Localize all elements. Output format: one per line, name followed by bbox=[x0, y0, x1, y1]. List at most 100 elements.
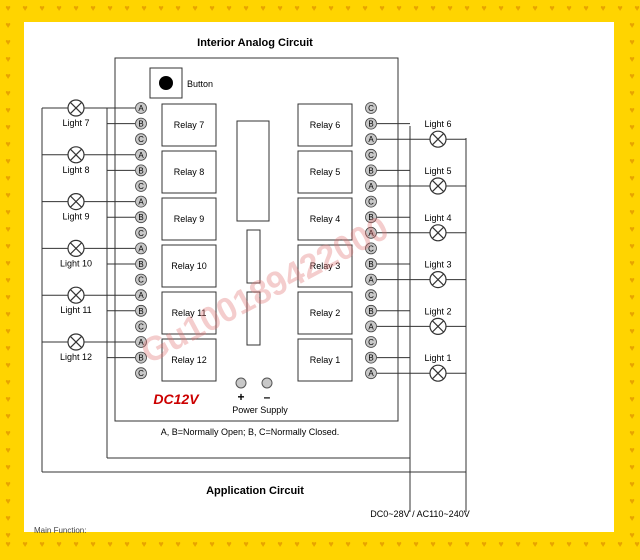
heart-icon: ♥ bbox=[629, 20, 634, 30]
terminal-letter: B bbox=[138, 354, 143, 363]
heart-icon: ♥ bbox=[294, 3, 299, 13]
heart-icon: ♥ bbox=[629, 360, 634, 370]
relay-label: Relay 9 bbox=[174, 214, 205, 224]
heart-icon: ♥ bbox=[532, 3, 537, 13]
light-label: Light 4 bbox=[424, 213, 451, 223]
heart-icon: ♥ bbox=[629, 377, 634, 387]
bulb-cross bbox=[69, 195, 83, 208]
terminal-left bbox=[135, 164, 147, 177]
terminal-letter: B bbox=[368, 260, 373, 269]
terminal-letter: B bbox=[368, 120, 373, 129]
terminal-letter: C bbox=[368, 151, 374, 160]
heart-icon: ♥ bbox=[629, 445, 634, 455]
light-label: Light 5 bbox=[424, 166, 451, 176]
terminal-letter: B bbox=[138, 213, 143, 222]
power-minus-sign: – bbox=[264, 390, 271, 404]
relay-box bbox=[161, 338, 217, 382]
heart-icon: ♥ bbox=[464, 3, 469, 13]
relay-box bbox=[297, 103, 353, 147]
heart-icon: ♥ bbox=[5, 496, 10, 506]
heart-icon: ♥ bbox=[243, 539, 248, 549]
terminal-left bbox=[135, 336, 147, 348]
heart-icon: ♥ bbox=[294, 539, 299, 549]
heart-icon: ♥ bbox=[243, 3, 248, 13]
terminal-right bbox=[365, 242, 377, 255]
heart-icon: ♥ bbox=[192, 3, 197, 13]
heart-icon: ♥ bbox=[583, 3, 588, 13]
terminal-letter: A bbox=[138, 244, 144, 253]
heart-icon: ♥ bbox=[124, 539, 129, 549]
terminal-letter: C bbox=[368, 104, 374, 113]
heart-icon: ♥ bbox=[5, 411, 10, 421]
heart-icon: ♥ bbox=[549, 539, 554, 549]
terminal-letter: A bbox=[368, 322, 374, 331]
relay-box bbox=[161, 244, 217, 288]
terminal-left bbox=[135, 304, 147, 317]
heart-icon: ♥ bbox=[5, 105, 10, 115]
heart-icon: ♥ bbox=[5, 530, 10, 540]
terminal-letter: B bbox=[138, 166, 143, 175]
heart-icon: ♥ bbox=[328, 539, 333, 549]
relay-label: Relay 12 bbox=[171, 355, 207, 365]
heart-icon: ♥ bbox=[345, 539, 350, 549]
terminal-letter: A bbox=[368, 135, 374, 144]
heart-icon: ♥ bbox=[5, 513, 10, 523]
terminal-letter: B bbox=[368, 354, 373, 363]
terminal-right bbox=[365, 351, 377, 364]
terminal-right bbox=[365, 211, 377, 224]
footer-cut-text: Main Function: bbox=[34, 526, 86, 535]
heart-icon: ♥ bbox=[629, 122, 634, 132]
terminal-letter: C bbox=[138, 369, 144, 378]
terminal-letter: A bbox=[138, 338, 144, 347]
terminal-left bbox=[135, 320, 147, 333]
heart-icon: ♥ bbox=[311, 539, 316, 549]
terminal-right bbox=[365, 148, 377, 161]
heart-icon: ♥ bbox=[629, 428, 634, 438]
terminal-letter: C bbox=[368, 291, 374, 300]
bulb-cross bbox=[69, 242, 83, 255]
heart-icon: ♥ bbox=[5, 428, 10, 438]
heart-icon: ♥ bbox=[629, 258, 634, 268]
terminal-left bbox=[135, 351, 147, 364]
light-label: Light 6 bbox=[424, 119, 451, 129]
terminal-left bbox=[135, 133, 147, 146]
bulb-cross bbox=[69, 289, 83, 302]
light-label: Light 10 bbox=[60, 258, 92, 268]
heart-icon: ♥ bbox=[22, 3, 27, 13]
terminal-letter: C bbox=[368, 338, 374, 347]
terminal-right bbox=[365, 336, 377, 348]
terminal-letter: C bbox=[138, 276, 144, 285]
heart-icon: ♥ bbox=[5, 37, 10, 47]
heart-icon: ♥ bbox=[413, 539, 418, 549]
power-input-label: DC0~28V / AC110~240V bbox=[370, 509, 469, 519]
heart-icon: ♥ bbox=[226, 539, 231, 549]
heart-icon: ♥ bbox=[5, 462, 10, 472]
light-label: Light 11 bbox=[60, 305, 91, 315]
heart-icon: ♥ bbox=[5, 3, 10, 13]
heart-icon: ♥ bbox=[107, 539, 112, 549]
bulb-cross bbox=[69, 335, 83, 349]
terminal-letter: A bbox=[368, 369, 374, 378]
heart-icon: ♥ bbox=[209, 539, 214, 549]
light-label: Light 1 bbox=[424, 353, 451, 363]
terminal-left bbox=[135, 180, 147, 192]
heart-icon: ♥ bbox=[5, 54, 10, 64]
heart-icon: ♥ bbox=[549, 3, 554, 13]
terminal-letter: A bbox=[368, 229, 374, 238]
heart-icon: ♥ bbox=[498, 539, 503, 549]
heart-icon: ♥ bbox=[629, 88, 634, 98]
heart-icon: ♥ bbox=[192, 539, 197, 549]
relay-box bbox=[297, 197, 353, 241]
terminal-letter: A bbox=[368, 182, 374, 191]
bulb-cross bbox=[431, 226, 445, 239]
heart-icon: ♥ bbox=[583, 539, 588, 549]
relay-label: Relay 3 bbox=[310, 261, 341, 271]
heart-icon: ♥ bbox=[464, 539, 469, 549]
heart-icon: ♥ bbox=[515, 3, 520, 13]
heart-icon: ♥ bbox=[634, 3, 639, 13]
bulb-cross bbox=[69, 101, 83, 115]
chip-block bbox=[236, 120, 270, 222]
heart-icon: ♥ bbox=[158, 539, 163, 549]
heart-icon: ♥ bbox=[5, 20, 10, 30]
heart-icon: ♥ bbox=[90, 539, 95, 549]
